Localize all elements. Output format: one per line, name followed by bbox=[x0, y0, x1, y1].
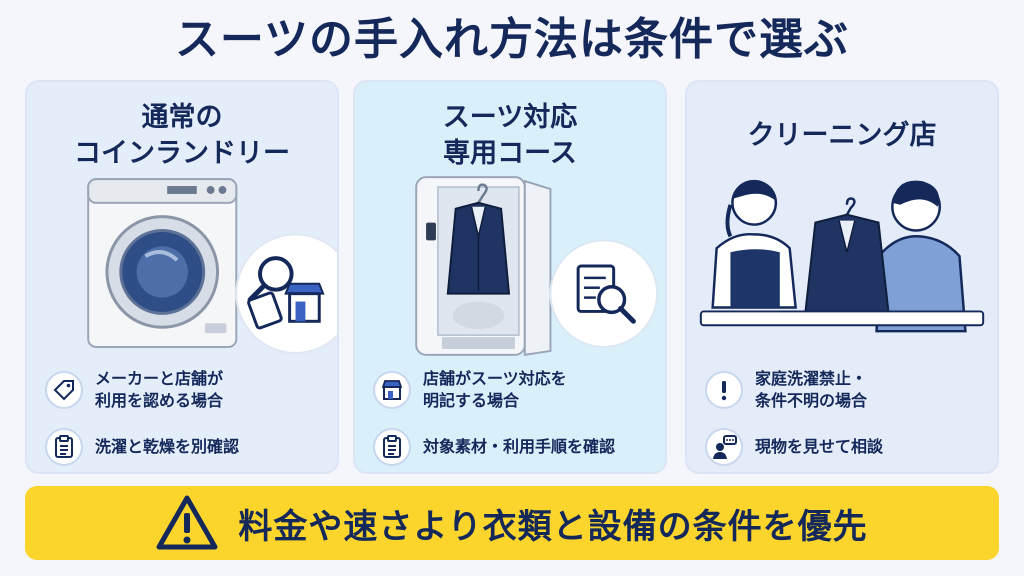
card-title-line: スーツ対応 bbox=[442, 102, 578, 133]
washing-machine-illustration bbox=[87, 178, 337, 354]
feature-item: 店舗がスーツ対応を 明記する場合 bbox=[373, 368, 653, 412]
tag-icon bbox=[45, 371, 83, 409]
feature-text: 家庭洗濯禁止・ 条件不明の場合 bbox=[755, 368, 867, 412]
clipboard-icon bbox=[373, 428, 411, 466]
exclamation-icon bbox=[705, 371, 743, 409]
priority-banner: 料金や速さより衣類と設備の条件を優先 bbox=[25, 486, 999, 560]
feature-item: 洗濯と乾燥を別確認 bbox=[45, 428, 325, 466]
feature-item: 現物を見せて相談 bbox=[705, 428, 985, 466]
card-title-line: 通常の bbox=[141, 102, 223, 133]
cleaning-counter-illustration bbox=[699, 179, 985, 333]
feature-text: 現物を見せて相談 bbox=[755, 436, 883, 458]
card-title-line: クリーニング店 bbox=[747, 120, 937, 151]
feature-line: 洗濯と乾燥を別確認 bbox=[95, 437, 240, 456]
feature-text: 対象素材・利用手順を確認 bbox=[423, 436, 615, 458]
card-title: スーツ対応 専用コース bbox=[355, 100, 665, 172]
feature-item: 対象素材・利用手順を確認 bbox=[373, 428, 653, 466]
feature-line: 対象素材・利用手順を確認 bbox=[423, 437, 616, 456]
feature-line: 店舗がスーツ対応を bbox=[423, 369, 567, 388]
card-title-line: 専用コース bbox=[443, 138, 577, 169]
feature-line: 現物を見せて相談 bbox=[755, 437, 884, 456]
card-coin-laundry: 通常の コインランドリー メーカーと店舗が 利用を認める場合 bbox=[25, 80, 339, 474]
feature-line: メーカーと店舗が bbox=[95, 369, 224, 388]
card-title-line: コインランドリー bbox=[74, 138, 290, 169]
banner-text: 料金や速さより衣類と設備の条件を優先 bbox=[238, 506, 868, 547]
suit-care-machine-illustration bbox=[415, 176, 659, 357]
feature-text: 店舗がスーツ対応を 明記する場合 bbox=[423, 368, 567, 412]
feature-line: 利用を認める場合 bbox=[95, 391, 224, 410]
card-suit-course: スーツ対応 専用コース 店舗がスーツ対応を 明記する場合 bbox=[353, 80, 667, 474]
feature-line: 明記する場合 bbox=[423, 391, 520, 410]
feature-item: 家庭洗濯禁止・ 条件不明の場合 bbox=[705, 368, 985, 412]
warning-icon bbox=[156, 495, 218, 550]
consult-icon bbox=[705, 428, 743, 466]
store-icon bbox=[373, 371, 411, 409]
feature-line: 条件不明の場合 bbox=[755, 391, 868, 410]
feature-text: 洗濯と乾燥を別確認 bbox=[95, 436, 239, 458]
card-title: 通常の コインランドリー bbox=[27, 100, 337, 172]
page-title: スーツの手入れ方法は条件で選ぶ bbox=[174, 14, 850, 65]
feature-text: メーカーと店舗が 利用を認める場合 bbox=[95, 368, 223, 412]
feature-item: メーカーと店舗が 利用を認める場合 bbox=[45, 368, 325, 412]
clipboard-icon bbox=[45, 428, 83, 466]
card-cleaning-shop: クリーニング店 家庭洗濯禁止・ 条件不明の場合 現物を見せて相談 bbox=[685, 80, 999, 474]
feature-line: 家庭洗濯禁止・ bbox=[755, 369, 868, 388]
card-title: クリーニング店 bbox=[687, 118, 997, 154]
